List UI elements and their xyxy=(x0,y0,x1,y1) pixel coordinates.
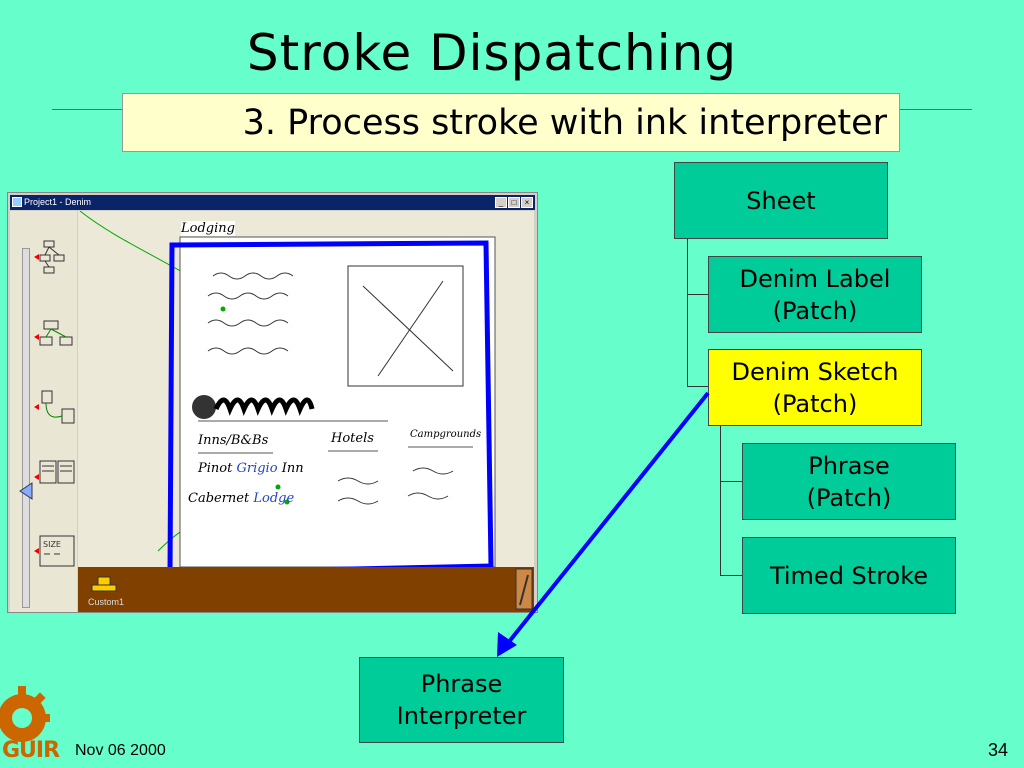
tree-connector xyxy=(687,386,708,387)
sketch-title: Lodging xyxy=(181,221,235,236)
window-title: Project1 - Denim xyxy=(24,197,92,207)
node-sublabel: (Patch) xyxy=(772,296,858,325)
zoom-sidebar: SIZE xyxy=(10,211,77,612)
table-row: Cabernet Lodge xyxy=(188,491,294,506)
slide-title: Stroke Dispatching xyxy=(246,24,738,82)
phrase-interpreter-box: Phrase Interpreter xyxy=(359,657,564,743)
table-header-campgrounds: Campgrounds xyxy=(410,429,482,440)
row-cell: Lodge xyxy=(253,491,295,506)
node-sublabel: Interpreter xyxy=(396,702,527,730)
stamp-icon[interactable] xyxy=(78,567,534,612)
row-cell: Inn xyxy=(281,461,304,476)
row-cell: Pinot xyxy=(198,461,233,476)
svg-text:SIZE: SIZE xyxy=(43,540,61,549)
tree-connector xyxy=(687,239,688,387)
row-cell: Grigio xyxy=(236,461,278,476)
tree-node-phrase: Phrase (Patch) xyxy=(742,443,956,520)
tree-connector xyxy=(687,294,708,295)
tree-connector xyxy=(720,425,721,576)
tree-connector xyxy=(720,481,742,482)
node-label: Denim Sketch xyxy=(731,357,899,386)
palette-label: Custom1 xyxy=(88,597,125,607)
logo-text: GUIR xyxy=(2,738,60,763)
zoom-slider[interactable] xyxy=(22,248,30,608)
table-row: Pinot Grigio Inn xyxy=(198,461,304,476)
app-icon xyxy=(12,197,22,207)
tree-connector xyxy=(720,575,742,576)
close-icon[interactable]: × xyxy=(521,197,533,208)
guir-gear-logo xyxy=(0,686,50,742)
node-label: Sheet xyxy=(746,186,816,215)
maximize-icon[interactable]: □ xyxy=(508,197,520,208)
node-sublabel: (Patch) xyxy=(772,389,858,418)
tree-node-denim-sketch: Denim Sketch (Patch) xyxy=(708,349,922,426)
tree-node-denim-label: Denim Label (Patch) xyxy=(708,256,922,333)
tree-node-sheet: Sheet xyxy=(674,162,888,239)
node-label: Phrase xyxy=(420,670,503,698)
zoom-level-icons: SIZE xyxy=(19,240,75,567)
sketch-drawing xyxy=(79,211,496,582)
page-number: 34 xyxy=(988,740,1009,760)
tree-node-timed-stroke: Timed Stroke xyxy=(742,537,956,614)
node-label: Phrase xyxy=(808,451,890,480)
sketch-canvas[interactable]: Lodging Inns/B&Bs Hotels Campgrounds Pin… xyxy=(78,211,534,582)
stamp-palette xyxy=(78,567,534,612)
footer-date: Nov 06 2000 xyxy=(75,742,166,759)
table-header-hotels: Hotels xyxy=(331,431,374,446)
window-titlebar: Project1 - Denim _ □ × xyxy=(10,195,535,210)
denim-app-window: Project1 - Denim _ □ × SIZE xyxy=(7,192,538,613)
minimize-icon[interactable]: _ xyxy=(495,197,507,208)
node-label: Timed Stroke xyxy=(769,561,929,590)
slide-subtitle: 3. Process stroke with ink interpreter xyxy=(122,93,900,152)
row-cell: Cabernet xyxy=(188,491,250,506)
node-label: Denim Label xyxy=(739,264,891,293)
table-header-inns: Inns/B&Bs xyxy=(198,433,269,448)
node-sublabel: (Patch) xyxy=(806,483,892,512)
